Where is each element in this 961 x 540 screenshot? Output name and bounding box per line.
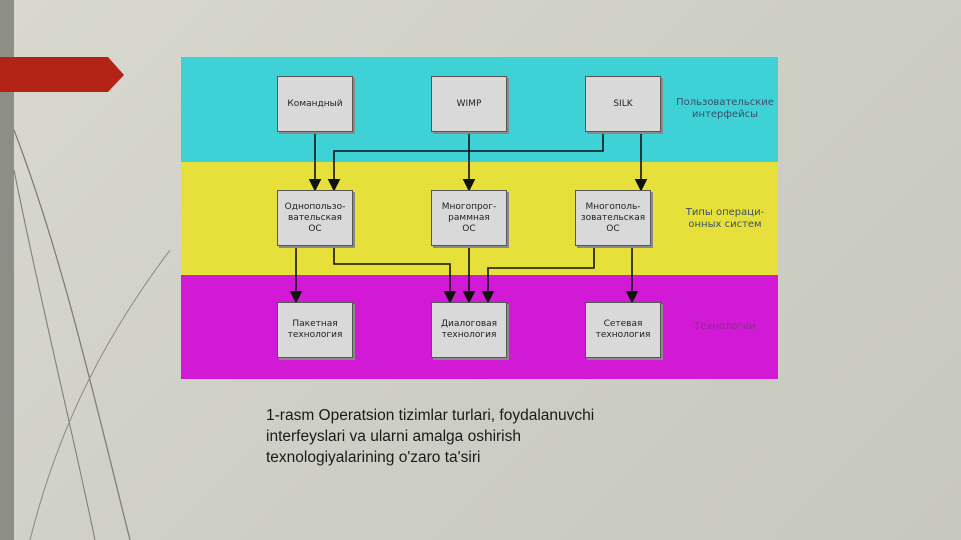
- node-wimp: WIMP: [431, 76, 507, 132]
- red-arrow-banner: [0, 57, 124, 92]
- edge-single-dialog: [333, 246, 457, 304]
- node-batch-technology: Пакетная технология: [277, 302, 353, 358]
- band-label-user-interfaces: Пользовательские интерфейсы: [676, 97, 774, 120]
- node-komandny: Командный: [277, 76, 353, 132]
- node-multi-user-os: Многополь- зовательская ОС: [575, 190, 651, 246]
- node-single-user-os: Однопользо- вательская ОС: [277, 190, 353, 246]
- os-diagram: Пользовательские интерфейсы Типы операци…: [181, 57, 778, 379]
- node-silk: SILK: [585, 76, 661, 132]
- band-label-technologies: Технологии: [694, 321, 756, 332]
- figure-caption: 1-rasm Operatsion tizimlar turlari, foyd…: [266, 407, 595, 466]
- band-label-os-types: Типы операци- онных систем: [685, 207, 765, 230]
- left-stripe: [0, 0, 14, 540]
- node-network-technology: Сетевая технология: [585, 302, 661, 358]
- node-multiprogram-os: Многопрог- раммная ОС: [431, 190, 507, 246]
- edge-silk-single: [327, 132, 604, 192]
- edge-multiuser-dialog: [481, 246, 595, 304]
- node-dialog-technology: Диалоговая технология: [431, 302, 507, 358]
- connector-arrows: [289, 132, 648, 304]
